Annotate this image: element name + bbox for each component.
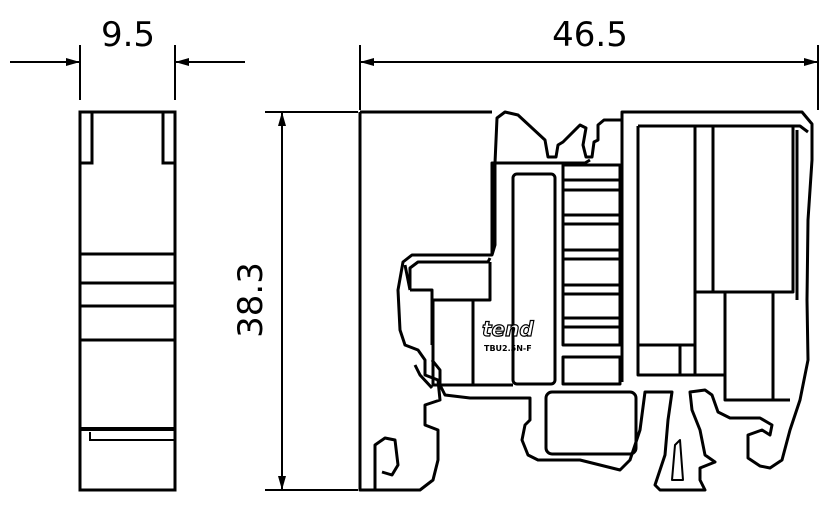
front-view bbox=[358, 110, 814, 492]
dimension-width-side bbox=[10, 45, 245, 100]
dimension-height bbox=[265, 111, 358, 491]
model-label: TBU2.5N-F bbox=[484, 344, 532, 353]
dimension-label-height: 38.3 bbox=[231, 262, 271, 338]
brand-logo: tend bbox=[482, 317, 534, 341]
dimension-width-front bbox=[359, 45, 819, 110]
side-view bbox=[78, 110, 177, 492]
dimension-label-width-front: 46.5 bbox=[552, 15, 628, 55]
dimension-label-width-side: 9.5 bbox=[101, 15, 155, 55]
